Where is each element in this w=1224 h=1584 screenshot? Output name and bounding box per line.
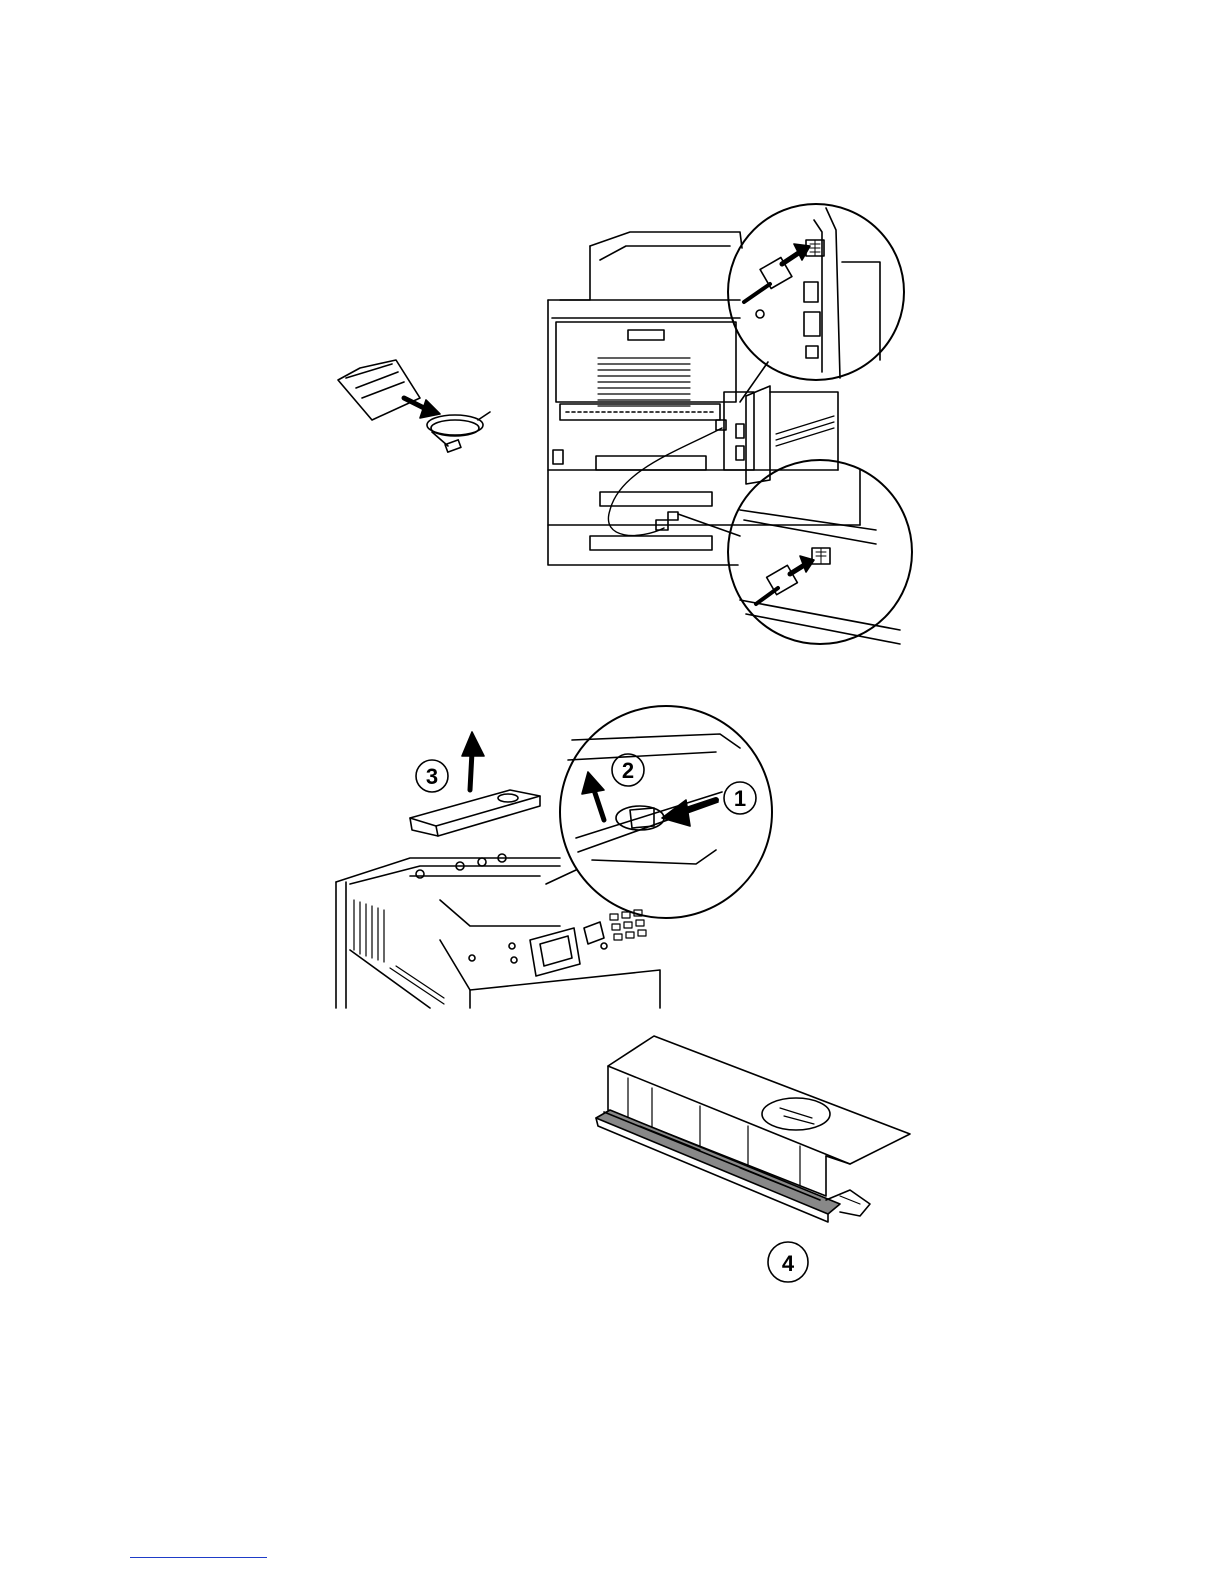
arrow-up-icon [582, 772, 604, 820]
arrow-icon [404, 398, 440, 418]
footer-link-underline [130, 1557, 267, 1558]
top-cover-part-icon [410, 790, 540, 836]
lower-port-magnifier [728, 460, 912, 644]
cable-coil-icon [427, 412, 490, 452]
upper-port-magnifier [728, 204, 904, 380]
callout-2: 2 [612, 754, 644, 786]
svg-text:4: 4 [782, 1251, 795, 1276]
cover-rail-icon [596, 1110, 870, 1222]
arrow-up-icon [462, 732, 484, 790]
callout-1: 1 [724, 782, 756, 814]
callout-4: 4 [768, 1242, 808, 1282]
cable-bag-icon [338, 360, 420, 420]
svg-text:1: 1 [734, 786, 746, 811]
arrow-icon [782, 244, 810, 264]
printer-front-icon [336, 854, 660, 1008]
callout-3: 3 [416, 760, 448, 792]
svg-text:2: 2 [622, 758, 634, 783]
cover-removal-figure: 3 [336, 706, 772, 1008]
cover-detail-figure: 4 [596, 1036, 910, 1282]
cable-connection-figure [338, 204, 912, 644]
latch-magnifier: 1 2 [546, 706, 772, 918]
svg-text:3: 3 [426, 764, 438, 789]
arrow-icon [790, 556, 814, 574]
